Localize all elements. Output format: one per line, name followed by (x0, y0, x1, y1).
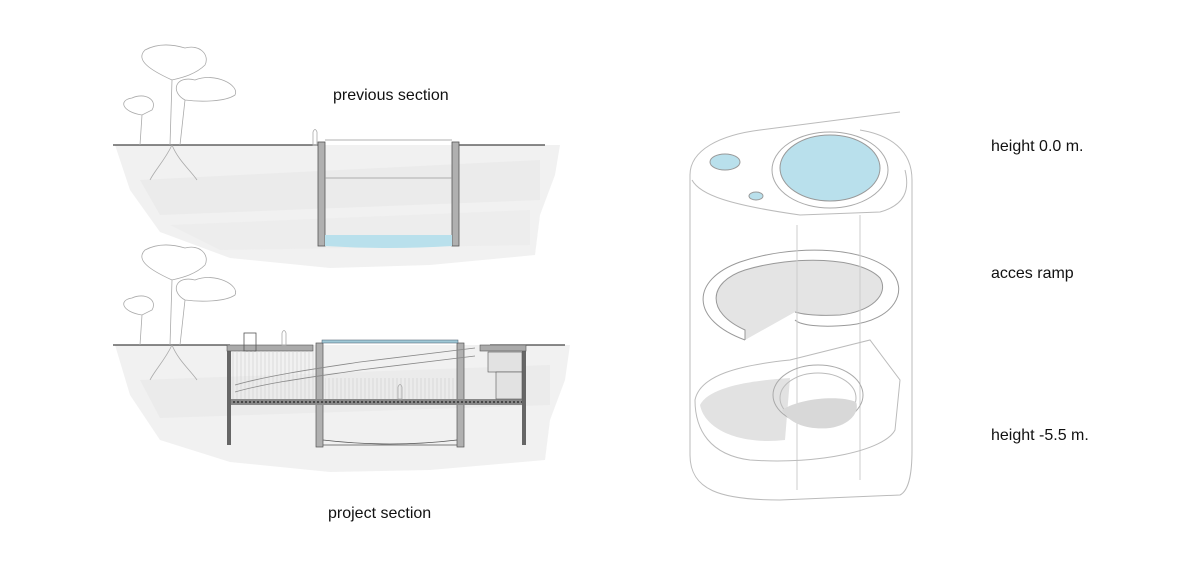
water-body (325, 235, 452, 248)
level-label-height-0: height 0.0 m. (991, 138, 1084, 155)
axonometric-drawing (689, 111, 913, 501)
project-section-drawing (113, 244, 570, 472)
previous-section-drawing (113, 44, 560, 268)
project-section-label: project section (328, 505, 432, 522)
person-icon (397, 384, 403, 400)
person-icon (312, 129, 318, 146)
person-icon (281, 330, 287, 346)
skylight-circle (779, 134, 881, 202)
previous-section-label: previous section (333, 87, 449, 104)
tree-icon (123, 44, 236, 181)
tree-icon (123, 244, 236, 381)
level-label-height-minus-5-5: height -5.5 m. (991, 427, 1089, 444)
glass-skylight (321, 339, 459, 344)
level-label-access-ramp: acces ramp (991, 265, 1074, 282)
